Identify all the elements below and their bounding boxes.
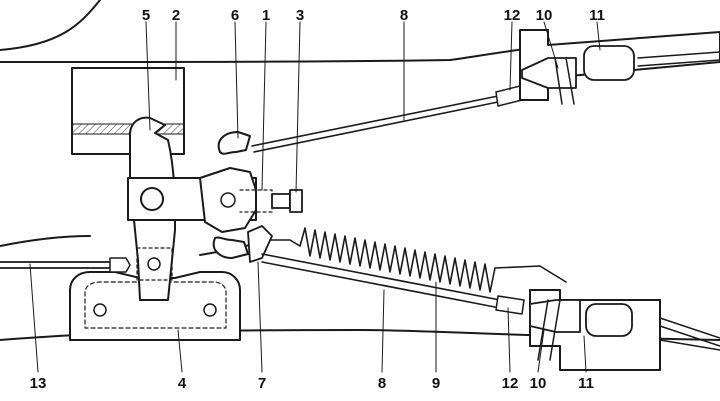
lower-adjuster <box>529 289 720 371</box>
callout-11-bottom: 11 <box>578 375 594 392</box>
callout-13: 13 <box>30 375 47 392</box>
callout-9: 9 <box>432 375 440 392</box>
upper-cable <box>251 85 523 153</box>
return-spring <box>269 227 567 293</box>
equalizer-bar <box>127 167 303 233</box>
left-cable <box>0 257 131 273</box>
callout-12-top: 12 <box>504 7 521 24</box>
callout-3: 3 <box>296 7 304 24</box>
callout-labels: 5 2 6 1 3 8 12 10 11 13 4 7 8 9 12 10 11 <box>30 7 605 392</box>
callout-4: 4 <box>178 375 187 392</box>
callout-5: 5 <box>142 7 150 24</box>
callout-2: 2 <box>172 7 180 24</box>
lower-cable <box>261 253 525 315</box>
lower-bracket <box>69 271 241 341</box>
callout-8-bottom: 8 <box>378 375 386 392</box>
cable-link <box>247 225 273 263</box>
callout-12-bottom: 12 <box>502 375 519 392</box>
callout-1: 1 <box>262 7 270 24</box>
leader-lines <box>29 21 601 373</box>
callout-6: 6 <box>231 7 239 24</box>
callout-10-bottom: 10 <box>530 375 547 392</box>
callout-10-top: 10 <box>536 7 553 24</box>
callout-11-top: 11 <box>589 7 605 24</box>
callout-7: 7 <box>258 375 266 392</box>
upper-cable-clevis <box>212 131 251 259</box>
callout-8-top: 8 <box>400 7 408 24</box>
